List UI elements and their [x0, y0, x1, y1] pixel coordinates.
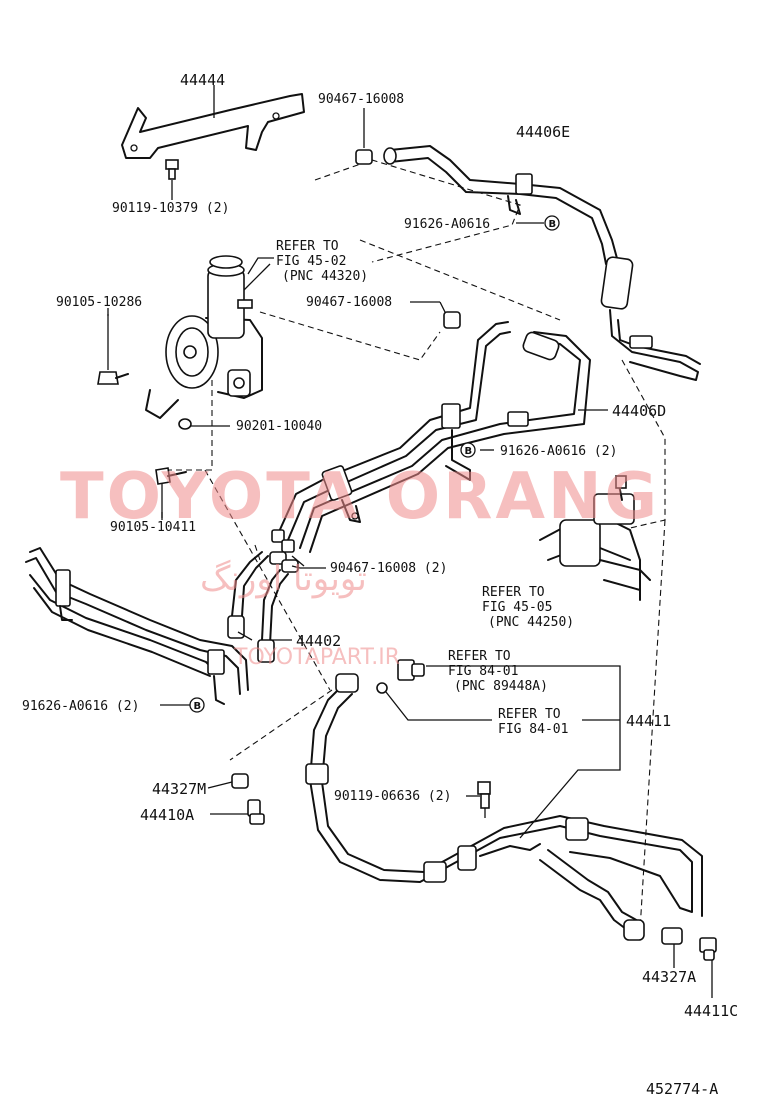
bolt-90119-06636	[477, 781, 491, 818]
clamp-90467-16008-top	[355, 108, 373, 165]
label-90105-10286: 90105-10286	[56, 295, 142, 310]
bolt-90105-10286	[97, 314, 129, 385]
clamp-44327M	[231, 773, 249, 789]
label-refer-45-05-2: FIG 45-05	[482, 600, 552, 615]
label-44327A: 44327A	[642, 968, 696, 986]
label-refer-45-05-3: (PNC 44250)	[488, 615, 574, 630]
marker-b-mid: B	[460, 442, 476, 458]
label-refer-45-02-3: (PNC 44320)	[282, 269, 368, 284]
cooler-tube-44402	[25, 547, 289, 705]
watermark-main: TOYOTA ORANG	[60, 460, 660, 534]
o-ring	[376, 682, 388, 694]
bolt-90119-10379	[165, 159, 179, 194]
label-44410A: 44410A	[140, 806, 194, 824]
figure-number: 452774-A	[646, 1080, 718, 1098]
label-90119-10379: 90119-10379 (2)	[112, 201, 229, 216]
watermark: TOYOTA ORANG تويوتا اورنگ TOYOTAPART.IR	[60, 460, 660, 670]
marker-b-low: B	[189, 697, 205, 713]
watermark-arabic: تويوتا اورنگ	[200, 559, 367, 599]
clamp-90467-16008-low	[269, 551, 299, 573]
label-refer-45-02-2: FIG 45-02	[276, 254, 346, 269]
tube-44406D	[271, 321, 591, 553]
label-refer-45-02-1: REFER TO	[276, 239, 339, 254]
label-refer-84-01b-1: REFER TO	[498, 707, 561, 722]
label-90467-16008-top: 90467-16008	[318, 92, 404, 107]
label-91626-A0616-top: 91626-A0616	[404, 217, 490, 232]
hose-44411	[305, 673, 703, 941]
dashed-reference-lines	[160, 159, 666, 931]
clamp-90467-16008-mid	[410, 301, 461, 329]
union-89448A	[397, 659, 425, 681]
power-steering-pump	[145, 255, 271, 419]
union-44410A	[247, 799, 265, 825]
label-refer-84-01a-1: REFER TO	[448, 649, 511, 664]
label-44327M: 44327M	[152, 780, 206, 798]
washer-90201-10040	[178, 418, 192, 430]
label-44406D: 44406D	[612, 402, 666, 420]
leader-lines	[107, 194, 713, 998]
label-refer-45-05-1: REFER TO	[482, 585, 545, 600]
part-labels: 44444 90119-10379 (2) 90467-16008 44406E…	[22, 71, 738, 1098]
label-44411: 44411	[626, 712, 671, 730]
marker-b-top: B	[544, 215, 560, 231]
label-44411C: 44411C	[684, 1002, 738, 1020]
label-90105-10411: 90105-10411	[110, 520, 196, 535]
label-90467-16008-mid: 90467-16008	[306, 295, 392, 310]
label-44406E: 44406E	[516, 123, 570, 141]
label-91626-A0616-low: 91626-A0616 (2)	[22, 699, 139, 714]
watermark-url: TOYOTAPART.IR	[233, 645, 400, 670]
clamp-44327A	[661, 927, 683, 945]
label-90119-06636: 90119-06636 (2)	[334, 789, 451, 804]
svg-text:B: B	[194, 701, 202, 712]
label-90467-16008-low: 90467-16008 (2)	[330, 561, 447, 576]
label-refer-84-01a-3: (PNC 89448A)	[454, 679, 548, 694]
union-44411C	[699, 937, 717, 961]
label-refer-84-01b-2: FIG 84-01	[498, 722, 568, 737]
steering-gear	[539, 475, 651, 601]
bracket-44444	[121, 85, 305, 159]
label-91626-A0616-mid: 91626-A0616 (2)	[500, 444, 617, 459]
label-90201-10040: 90201-10040	[236, 419, 322, 434]
hose-44406E	[383, 145, 701, 381]
svg-text:B: B	[465, 446, 473, 457]
label-refer-84-01a-2: FIG 84-01	[448, 664, 518, 679]
label-44444: 44444	[180, 71, 225, 89]
label-44402: 44402	[296, 632, 341, 650]
svg-text:B: B	[549, 219, 557, 230]
